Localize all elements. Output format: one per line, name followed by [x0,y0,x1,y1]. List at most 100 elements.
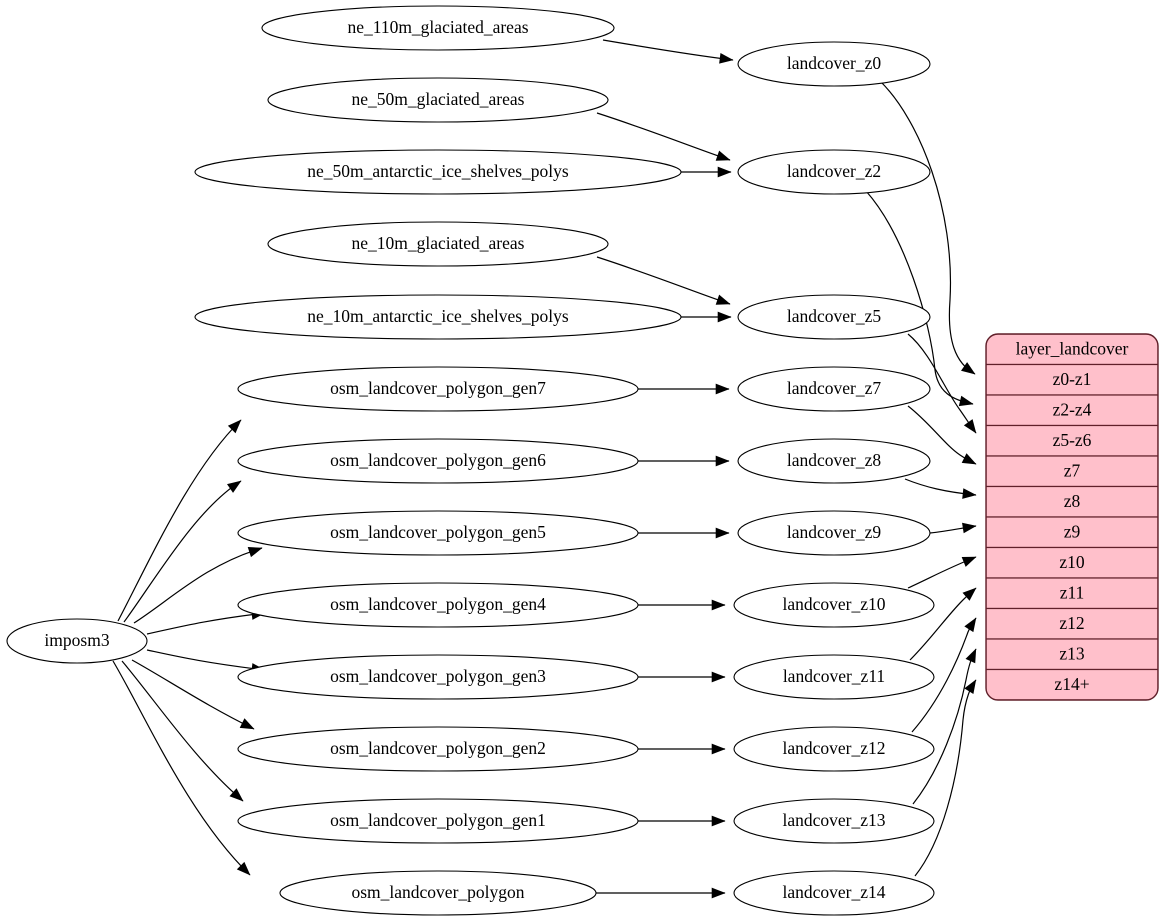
node-label: landcover_z11 [783,666,885,686]
node-osm_landcover_polygon_gen1[interactable]: osm_landcover_polygon_gen1 [237,798,639,844]
table-row-z8[interactable]: z8 [986,485,1158,518]
node-shape [194,294,682,340]
edge-osm_landcover_polygon_gen1-to-landcover_z13 [638,815,726,827]
node-shape [6,618,148,664]
node-landcover_z11[interactable]: landcover_z11 [733,654,935,700]
edge-line [146,649,266,671]
edge-landcover_z2-to-z2-z4 [865,190,974,407]
table-row-label: z8 [1064,491,1081,511]
node-osm_landcover_polygon[interactable]: osm_landcover_polygon [279,870,597,916]
table-outline [985,333,1159,701]
layer-landcover-table[interactable]: layer_landcover z0-z1 z2-z4 z5-z6 z7 z8 z9 z10 z… [985,333,1159,701]
node-osm_landcover_polygon_gen6[interactable]: osm_landcover_polygon_gen6 [237,438,639,484]
node-label: landcover_z8 [787,450,882,470]
node-osm_landcover_polygon_gen3[interactable]: osm_landcover_polygon_gen3 [237,654,639,700]
node-landcover_z13[interactable]: landcover_z13 [733,798,935,844]
node-landcover_z9[interactable]: landcover_z9 [737,510,931,556]
node-shape [261,5,615,51]
arrow-head-icon [963,419,977,434]
node-label: osm_landcover_polygon_gen3 [330,666,546,686]
table-row-label: z9 [1064,521,1081,541]
edge-landcover_z14-to-z14+ [914,679,977,877]
table-row-label: z10 [1059,552,1085,572]
table-row-z13[interactable]: z13 [986,638,1158,671]
node-label: osm_landcover_polygon_gen4 [330,594,546,614]
node-landcover_z0[interactable]: landcover_z0 [737,41,931,87]
node-ne_50m_antarctic_ice_shelves_polys[interactable]: ne_50m_antarctic_ice_shelves_polys [194,149,682,195]
table-row-z7[interactable]: z7 [986,455,1158,488]
edge-imposm3-to-osm_landcover_polygon_gen5 [133,546,263,624]
edge-line [879,80,976,375]
table-header-label: layer_landcover [1016,338,1129,358]
edge-ne_110m_glaciated_areas-to-landcover_z0 [602,39,734,64]
node-ne_10m_antarctic_ice_shelves_polys[interactable]: ne_10m_antarctic_ice_shelves_polys [194,294,682,340]
node-landcover_z2[interactable]: landcover_z2 [737,149,931,195]
edge-ne_50m_glaciated_areas-to-landcover_z2 [596,112,731,161]
edge-line [121,660,244,802]
node-landcover_z8[interactable]: landcover_z8 [737,438,931,484]
table-row-z12[interactable]: z12 [986,607,1158,640]
node-landcover_z14[interactable]: landcover_z14 [733,870,935,916]
arrow-head-icon [711,671,726,683]
node-landcover_z5[interactable]: landcover_z5 [737,294,931,340]
node-label: osm_landcover_polygon_gen7 [330,378,546,398]
node-landcover_z12[interactable]: landcover_z12 [733,726,935,772]
table-row-cell [986,638,1158,671]
node-landcover_z10[interactable]: landcover_z10 [733,582,935,628]
table-row-label: z2-z4 [1053,399,1092,419]
node-ne_50m_glaciated_areas[interactable]: ne_50m_glaciated_areas [267,77,609,123]
arrow-head-icon [962,522,977,534]
table-row-z11[interactable]: z11 [986,577,1158,610]
table-row-z0-z1[interactable]: z0-z1 [986,363,1158,396]
table-row-z9[interactable]: z9 [986,516,1158,549]
edge-landcover_z13-to-z13 [912,648,977,805]
node-landcover_z7[interactable]: landcover_z7 [737,366,931,412]
node-osm_landcover_polygon_gen2[interactable]: osm_landcover_polygon_gen2 [237,726,639,772]
node-ne_110m_glaciated_areas[interactable]: ne_110m_glaciated_areas [261,5,615,51]
node-label: imposm3 [44,630,109,650]
node-osm_landcover_polygon_gen7[interactable]: osm_landcover_polygon_gen7 [237,366,639,412]
table-row-cell [986,363,1158,396]
table-header-cell [986,334,1158,366]
node-shape [267,221,609,267]
table-row-z14+[interactable]: z14+ [986,668,1158,701]
node-ne_10m_glaciated_areas[interactable]: ne_10m_glaciated_areas [267,221,609,267]
table-row-z5-z6[interactable]: z5-z6 [986,424,1158,457]
edge-imposm3-to-osm_landcover_polygon [112,660,251,876]
edge-osm_landcover_polygon_gen3-to-landcover_z11 [638,671,726,683]
table-row-cell [986,668,1158,700]
node-shape [737,510,931,556]
edge-landcover_z0-to-z0-z1 [879,80,976,375]
node-imposm3[interactable]: imposm3 [6,618,148,664]
table-row-cell [986,516,1158,549]
table-row-z10[interactable]: z10 [986,546,1158,579]
arrow-head-icon [715,527,730,539]
node-shape [733,654,935,700]
node-label: ne_50m_glaciated_areas [352,89,525,109]
node-shape [237,366,639,412]
node-label: osm_landcover_polygon_gen6 [330,450,546,470]
edge-line [117,419,242,622]
table-row-z2-z4[interactable]: z2-z4 [986,394,1158,427]
edge-imposm3-to-osm_landcover_polygon_gen1 [121,660,244,802]
arrow-head-icon [239,718,255,730]
edge-line [602,39,734,61]
node-label: landcover_z10 [782,594,885,614]
table-row-label: z12 [1059,613,1084,633]
node-shape [279,870,597,916]
edge-imposm3-to-osm_landcover_polygon_gen4 [146,609,266,635]
table-row-label: z5-z6 [1053,430,1092,450]
edge-line [596,112,731,161]
arrow-head-icon [715,383,730,395]
node-label: landcover_z14 [782,882,885,902]
arrow-head-icon [961,556,977,567]
node-shape [237,798,639,844]
arrow-head-icon [715,150,731,161]
node-label: landcover_z2 [787,161,881,181]
node-label: ne_50m_antarctic_ice_shelves_polys [307,161,569,181]
arrow-head-icon [711,815,726,827]
node-osm_landcover_polygon_gen4[interactable]: osm_landcover_polygon_gen4 [237,582,639,628]
node-osm_landcover_polygon_gen5[interactable]: osm_landcover_polygon_gen5 [237,510,639,556]
table-row-cell [986,546,1158,579]
